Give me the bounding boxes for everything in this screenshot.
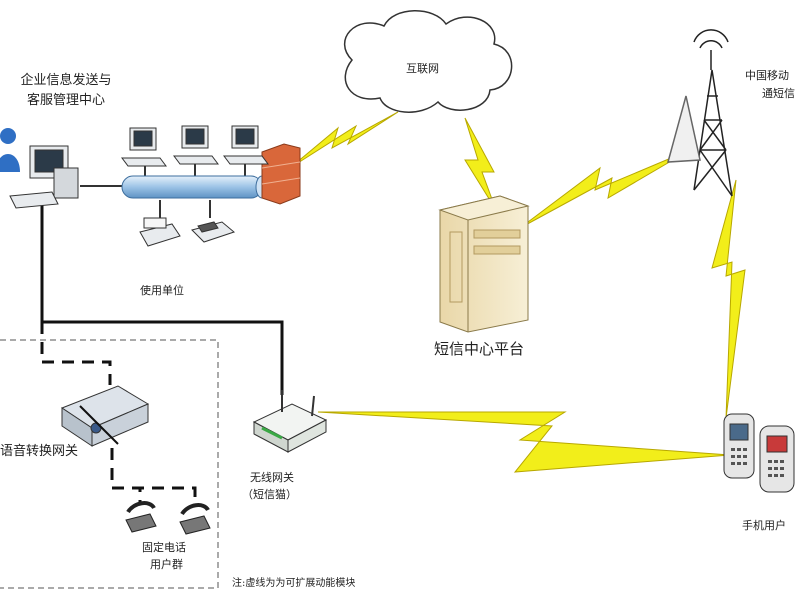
firewall [261,143,301,205]
printer [139,217,181,247]
fixed-phone-label-line2: 用户群 [150,558,183,571]
lan-link [80,162,246,218]
enterprise-center-label-line1: 企业信息发送与 [20,73,112,88]
voice-gateway-device [60,385,150,447]
mobile-users-label: 手机用户 [742,519,786,532]
internet-cloud [344,10,513,113]
wireless-gateway-label-line2: （短信猫） [242,488,297,501]
lightning-tower-phones [711,179,746,419]
voice-gateway-label: 语音转换网关 [0,444,79,459]
lightning-sms-tower [519,149,691,229]
sms-center-platform-label: 短信中心平台 [434,340,525,358]
internet-label: 互联网 [406,62,439,75]
lan-bus [121,175,269,199]
wireless-gateway-device [252,390,328,453]
user-units-label: 使用单位 [140,284,184,297]
pc-1 [121,127,167,167]
enterprise-center-label-line2: 客服管理中心 [26,93,105,108]
mobile-phone-1 [723,413,755,479]
pc-3 [223,125,269,165]
wireless-gateway-label-line1: 无线网关 [250,471,294,484]
pc-2 [173,125,219,165]
expandable-module-box [0,339,219,589]
scanner [191,221,236,243]
fixed-phone-1 [125,501,157,533]
sms-center-server [438,195,530,333]
mobile-tower [667,29,733,197]
note-label: 注:虚线为为可扩展动能模块 [232,578,356,589]
china-mobile-label-line2: 通短信 [762,87,795,100]
lightning-internet-sms [464,117,497,211]
fixed-phone-2 [179,503,211,535]
dashed-connection-lines [40,322,197,505]
user-person-icon [0,128,20,172]
china-mobile-label-line1: 中国移动 [745,69,789,82]
lightning-firewall-internet [289,111,399,169]
mobile-phone-2 [759,425,795,493]
lightning-gateway-phones [317,411,731,473]
fixed-phone-label-line1: 固定电话 [142,541,186,554]
enterprise-workstation [9,145,79,209]
solid-connection-lines [40,200,284,395]
